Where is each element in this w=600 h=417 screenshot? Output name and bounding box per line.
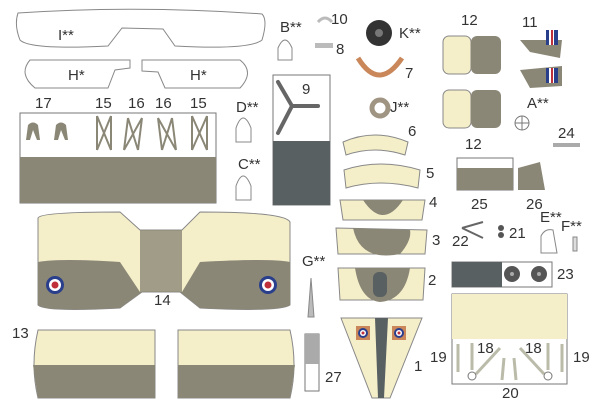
part-9-fill xyxy=(273,141,330,205)
part-25-fill xyxy=(457,168,513,190)
label-13: 13 xyxy=(12,325,29,342)
part-5 xyxy=(343,163,421,189)
label-19: 19 xyxy=(573,349,590,366)
part-8 xyxy=(315,43,333,48)
label-26: 26 xyxy=(526,196,543,213)
label-18: 18 xyxy=(477,340,494,357)
part-27-fill xyxy=(305,334,319,364)
part-20-fill xyxy=(452,294,567,339)
label-23: 23 xyxy=(557,266,574,283)
label-18: 18 xyxy=(525,340,542,357)
part-11-rudder xyxy=(520,30,562,88)
part-labels: I** H* H* 17 15 16 16 15 B** 10 8 K** 7 … xyxy=(12,11,590,402)
roundel-icon xyxy=(356,326,406,340)
label-3: 3 xyxy=(432,232,440,249)
part-26 xyxy=(518,162,545,190)
part-E xyxy=(540,229,558,254)
part-13-wing xyxy=(33,329,295,399)
label-27: 27 xyxy=(325,369,342,386)
label-J: J** xyxy=(390,99,409,116)
label-7: 7 xyxy=(405,65,413,82)
part-2-seat xyxy=(373,272,387,297)
label-10: 10 xyxy=(331,11,348,28)
label-D: D** xyxy=(236,99,259,116)
label-14: 14 xyxy=(154,292,171,309)
label-17: 17 xyxy=(35,95,52,112)
label-19: 19 xyxy=(430,349,447,366)
label-5: 5 xyxy=(426,165,434,182)
label-21: 21 xyxy=(509,225,526,242)
part-23-fill xyxy=(452,262,502,287)
label-6: 6 xyxy=(408,123,416,140)
label-I: I** xyxy=(58,27,74,44)
part-D xyxy=(235,117,252,143)
label-15: 15 xyxy=(190,95,207,112)
label-12: 12 xyxy=(461,12,478,29)
part-C xyxy=(235,175,252,201)
label-25: 25 xyxy=(471,196,488,213)
label-F: F** xyxy=(561,218,582,235)
part-15-16-bracing xyxy=(96,115,208,151)
part-J-ring xyxy=(369,97,391,119)
propeller-icon xyxy=(276,80,320,135)
label-2: 2 xyxy=(428,272,436,289)
part-4-shade xyxy=(363,200,403,215)
part-F xyxy=(572,236,578,252)
label-8: 8 xyxy=(336,41,344,58)
label-12: 12 xyxy=(465,136,482,153)
part-strip-fill xyxy=(20,157,216,203)
part-18-19-struts xyxy=(456,343,564,381)
part-17-struts xyxy=(26,122,68,140)
label-A: A** xyxy=(527,95,549,112)
label-20: 20 xyxy=(502,385,519,402)
label-9: 9 xyxy=(302,81,310,98)
label-16: 16 xyxy=(155,95,172,112)
label-1: 1 xyxy=(414,358,422,375)
part-I-wing xyxy=(15,8,266,48)
part-10 xyxy=(316,16,334,24)
part-24 xyxy=(553,143,580,147)
label-G: G** xyxy=(302,253,326,270)
part-A xyxy=(514,115,530,131)
label-B: B** xyxy=(280,19,302,36)
part-H-right xyxy=(141,59,248,89)
part-22 xyxy=(461,221,484,239)
label-15: 15 xyxy=(95,95,112,112)
label-H-right: H* xyxy=(190,67,207,84)
part-7-arc xyxy=(355,56,405,78)
label-16: 16 xyxy=(128,95,145,112)
part-G xyxy=(307,277,315,318)
part-H-left xyxy=(24,59,131,89)
part-3-shade xyxy=(353,228,411,256)
part-1-spine xyxy=(375,318,388,398)
wheel-small xyxy=(543,371,553,381)
part-12-top xyxy=(442,35,501,75)
part-21 xyxy=(498,225,504,238)
label-K: K** xyxy=(399,25,421,42)
label-H-left: H* xyxy=(68,67,85,84)
label-24: 24 xyxy=(558,125,575,142)
wheel-small xyxy=(467,371,477,381)
part-B xyxy=(277,39,293,61)
wheel-hub xyxy=(375,29,383,37)
label-4: 4 xyxy=(429,194,437,211)
label-C: C** xyxy=(238,156,261,173)
label-11: 11 xyxy=(522,14,538,31)
label-22: 22 xyxy=(452,233,469,250)
label-E: E** xyxy=(540,209,562,226)
part-12-bottom xyxy=(442,89,501,129)
part-14-wing xyxy=(37,211,291,310)
part-6 xyxy=(342,134,409,156)
wheel-icon xyxy=(504,266,547,282)
